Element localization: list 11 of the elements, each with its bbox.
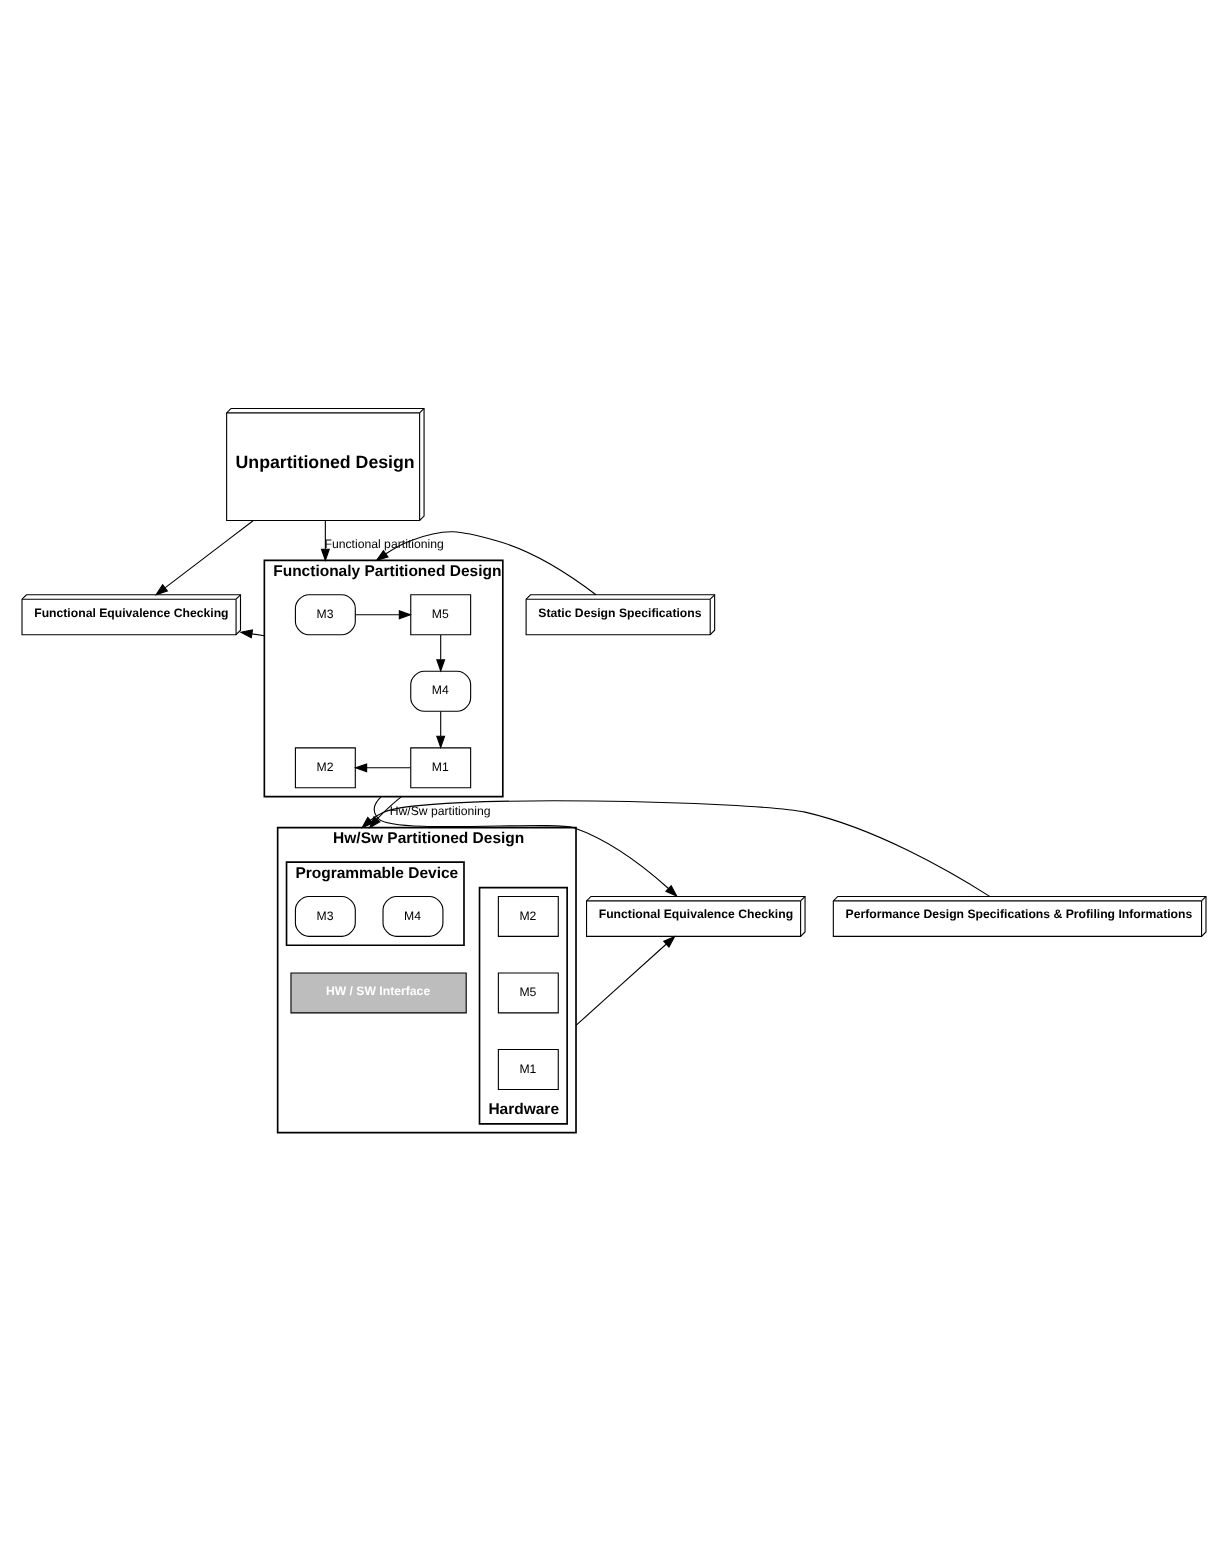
arrow bbox=[355, 609, 413, 619]
arrow bbox=[239, 628, 265, 638]
arrow bbox=[154, 519, 254, 595]
arrow bbox=[575, 934, 676, 1025]
arrow bbox=[436, 709, 446, 749]
arrow bbox=[436, 633, 446, 672]
arrow bbox=[353, 762, 411, 772]
arrow bbox=[373, 795, 678, 897]
arrow bbox=[360, 799, 991, 896]
arrow bbox=[375, 530, 597, 595]
arrow bbox=[368, 795, 402, 828]
